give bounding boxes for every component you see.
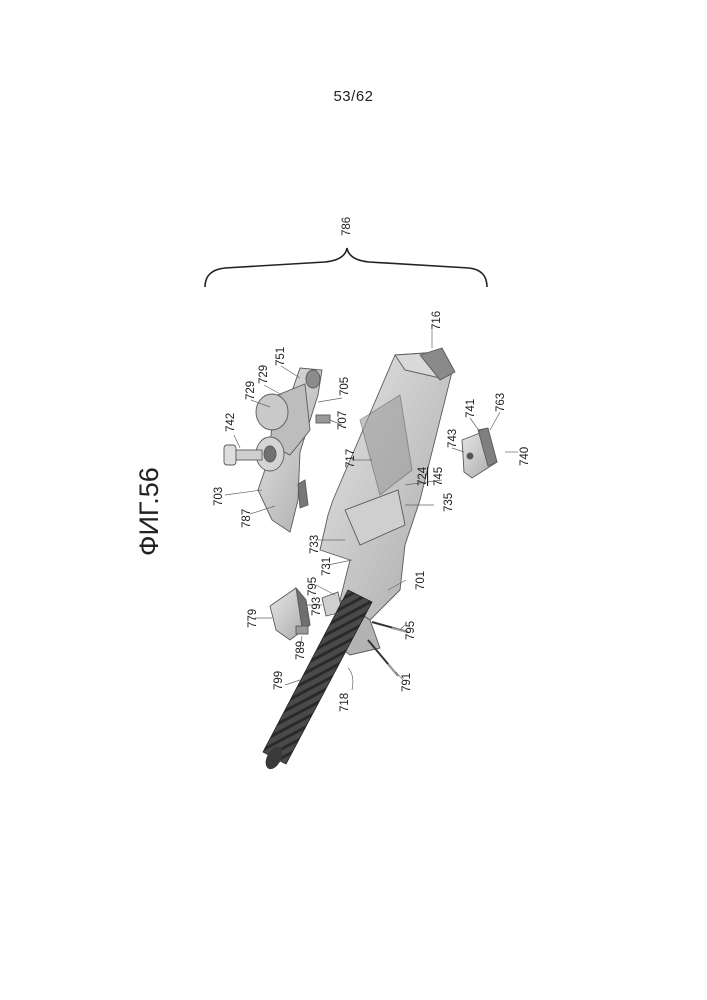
- label-716: 716: [431, 311, 443, 330]
- label-705: 705: [339, 377, 351, 396]
- label-701: 701: [415, 571, 427, 590]
- label-717: 717: [345, 449, 357, 468]
- needle-791: [368, 640, 398, 676]
- label-741: 741: [465, 399, 477, 418]
- label-703: 703: [213, 487, 225, 506]
- label-795-upper: 795: [307, 577, 319, 596]
- label-791: 791: [401, 673, 413, 692]
- label-787: 787: [241, 509, 253, 528]
- mounting-plate-703: [256, 368, 322, 532]
- label-795-lower: 795: [405, 621, 417, 640]
- pin-705: [316, 415, 330, 423]
- label-733: 733: [309, 535, 321, 554]
- label-743: 743: [447, 429, 459, 448]
- label-729-upper: 729: [258, 365, 270, 384]
- label-745: 745: [433, 467, 445, 486]
- label-799: 799: [273, 671, 285, 690]
- label-779: 779: [247, 609, 259, 628]
- label-731: 731: [321, 557, 333, 576]
- label-735: 735: [443, 493, 455, 512]
- label-742: 742: [225, 413, 237, 432]
- figure-title: ФИГ.56: [134, 467, 164, 556]
- label-718: 718: [339, 693, 351, 712]
- label-724: 724: [417, 466, 429, 486]
- label-763: 763: [495, 393, 507, 412]
- label-740: 740: [519, 447, 531, 466]
- label-786: 786: [341, 217, 353, 236]
- bolt-742: [224, 445, 262, 465]
- label-789: 789: [295, 641, 307, 660]
- clip-779: [270, 588, 310, 640]
- brace-786: [205, 248, 487, 287]
- label-793: 793: [311, 597, 323, 616]
- label-751: 751: [275, 347, 287, 366]
- label-707: 707: [337, 411, 349, 430]
- block-740: [462, 428, 497, 478]
- label-729-lower: 729: [245, 381, 257, 400]
